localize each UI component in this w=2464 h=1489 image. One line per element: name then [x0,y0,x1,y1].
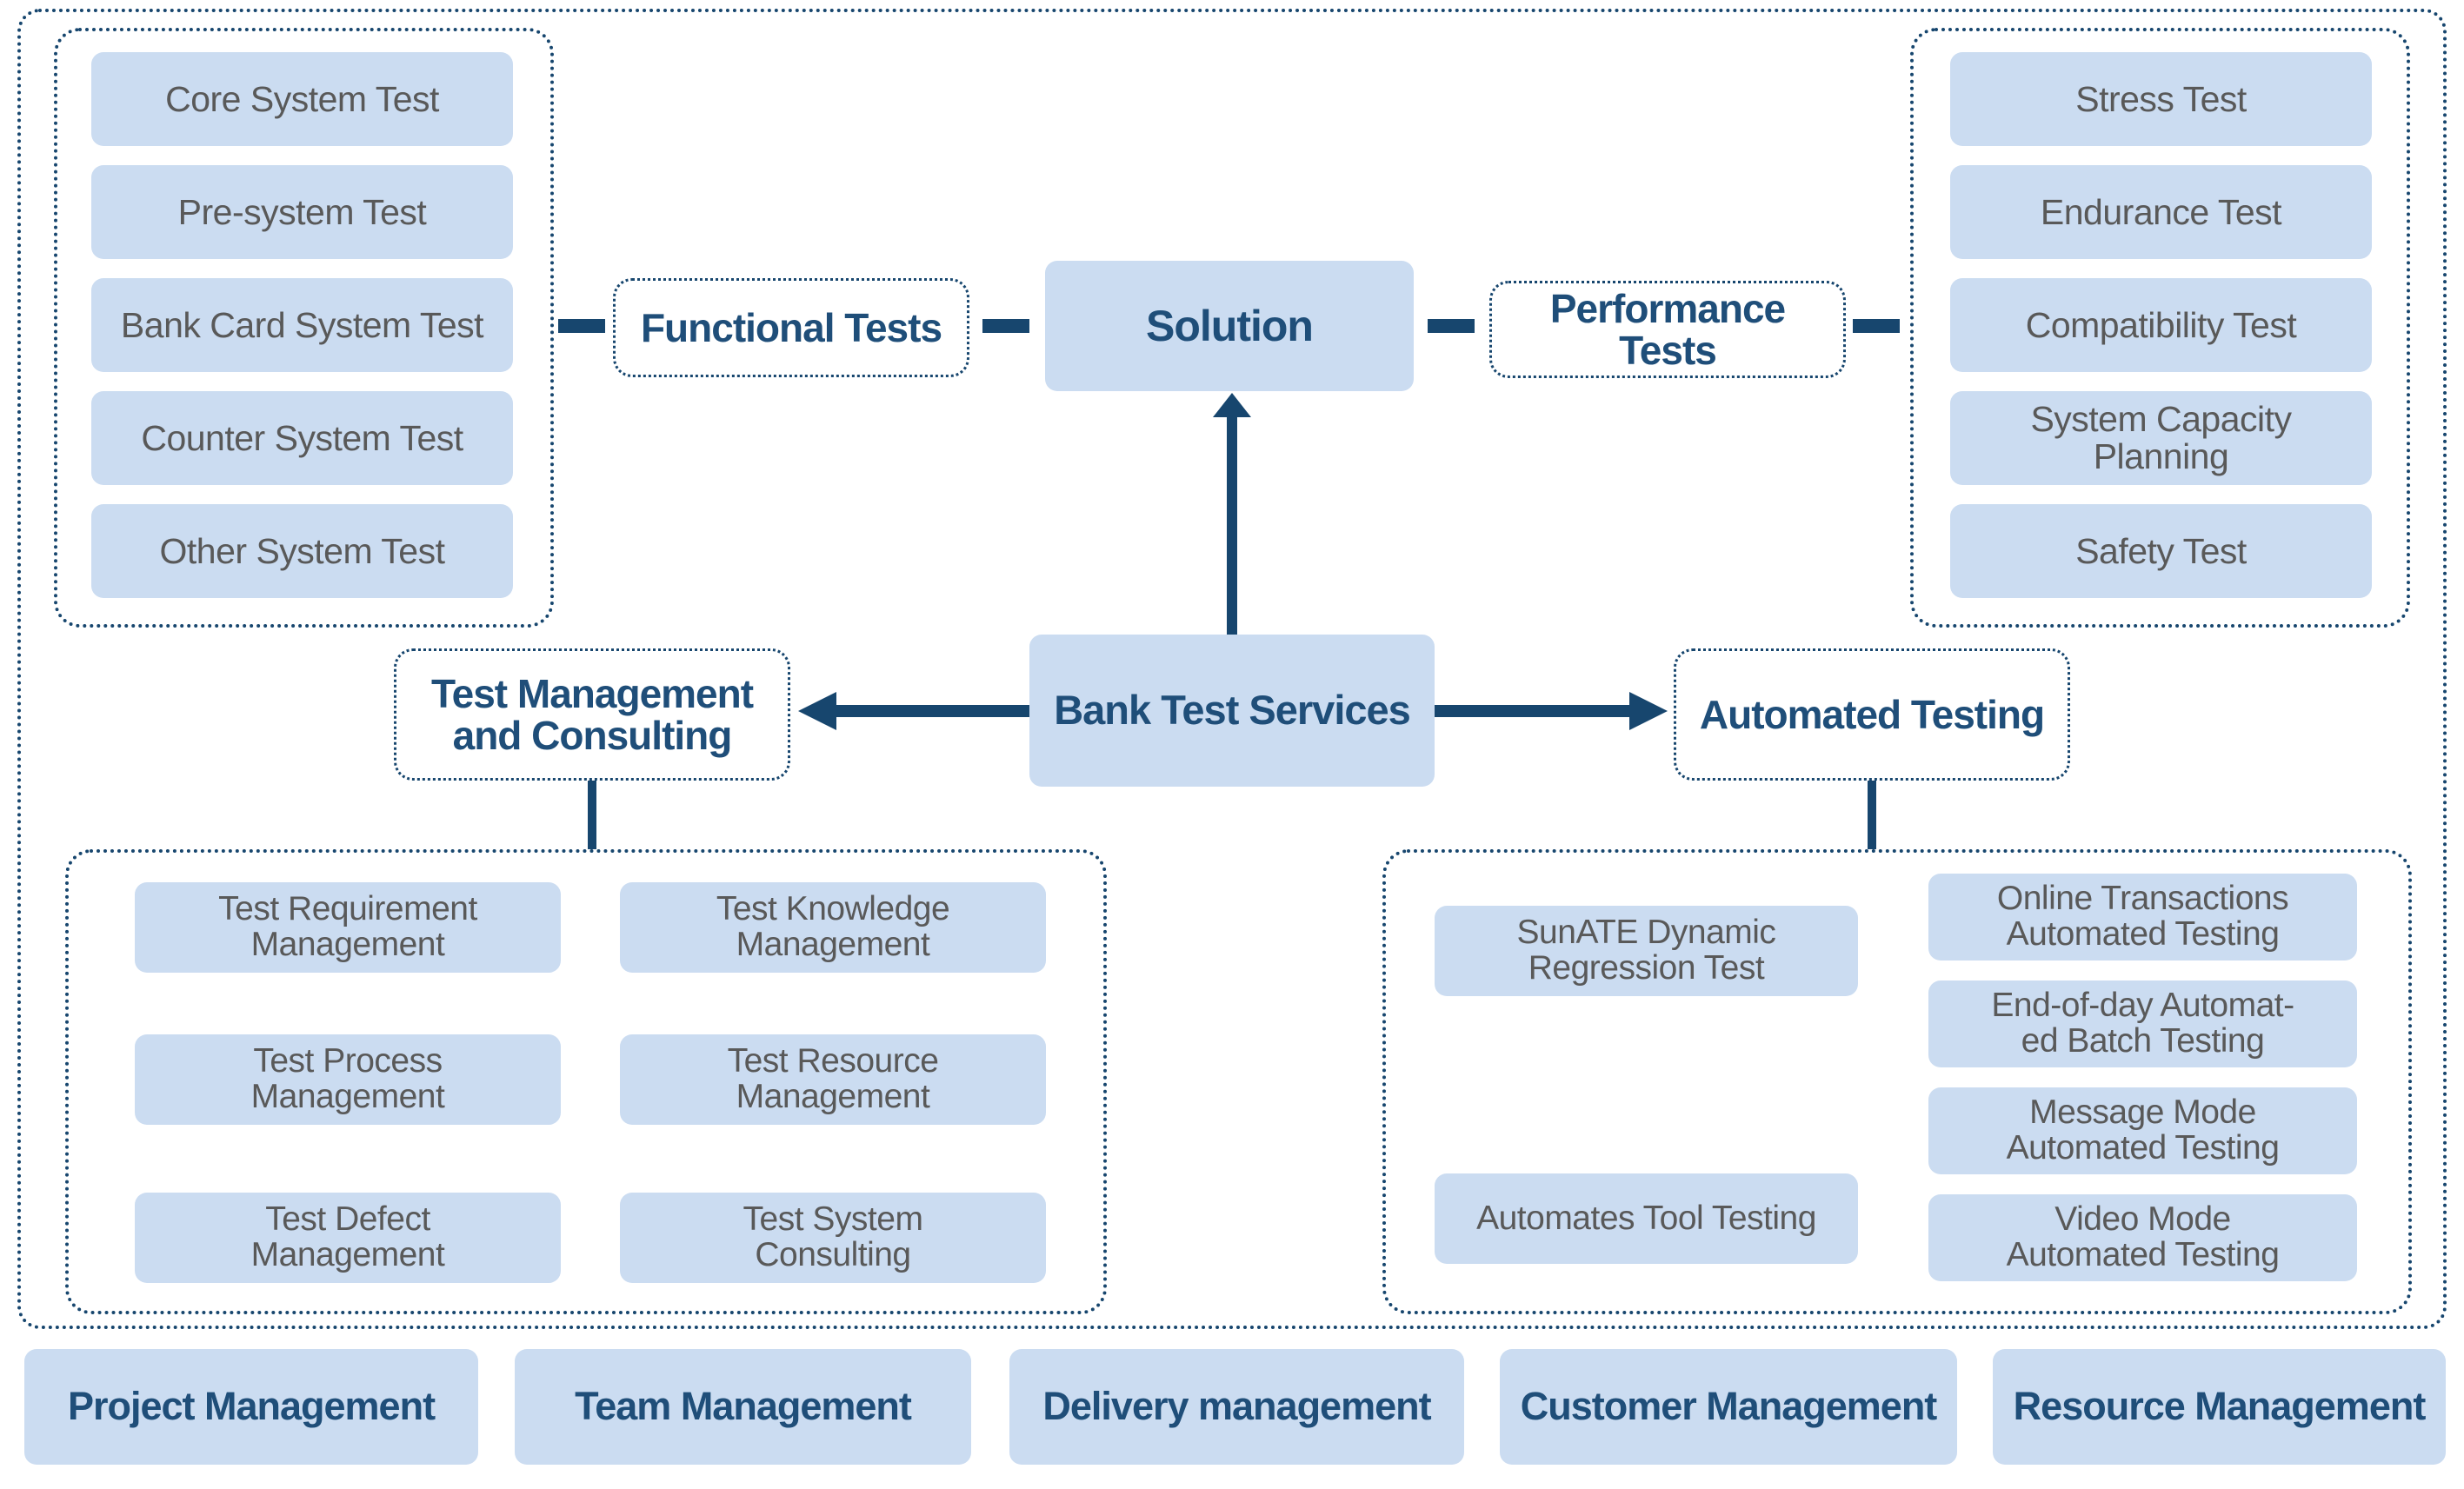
tm-item-test-resource-management: Test Resource Management [620,1034,1046,1125]
arrow-right-head-icon [1629,692,1668,730]
drop-line-automated-testing [1868,781,1876,849]
at-item-video-mode-automated-testing: Video Mode Automated Testing [1928,1194,2357,1281]
tm-item-test-knowledge-management: Test Knowledge Management [620,882,1046,973]
bottom-box-delivery-management: Delivery management [1009,1349,1464,1465]
performance-item-compatibility-test: Compatibility Test [1950,278,2372,372]
performance-tests-label-box: Performance Tests [1489,281,1846,378]
bottom-box-team-management: Team Management [515,1349,971,1465]
automated-testing-group-border [1382,849,2412,1314]
tm-item-test-requirement-management: Test Requirement Management [135,882,561,973]
functional-item-counter-system-test: Counter System Test [91,391,513,485]
bottom-box-customer-management: Customer Management [1500,1349,1957,1465]
tm-item-test-defect-management: Test Defect Management [135,1193,561,1283]
arrow-left-head-icon [798,692,836,730]
arrow-right-shaft [1435,705,1629,717]
performance-item-endurance-test: Endurance Test [1950,165,2372,259]
connector-dash-right-inner [1428,319,1475,333]
functional-item-pre-system-test: Pre-system Test [91,165,513,259]
functional-item-core-system-test: Core System Test [91,52,513,146]
performance-item-stress-test: Stress Test [1950,52,2372,146]
at-item-message-mode-automated-testing: Message Mode Automated Testing [1928,1087,2357,1174]
functional-items-group-border [54,28,554,628]
performance-item-system-capacity-planning: System Capacity Planning [1950,391,2372,485]
performance-items-group-border [1910,28,2410,628]
outer-group-border [17,9,2447,1329]
bank-test-services-box: Bank Test Services [1029,635,1435,787]
solution-box: Solution [1045,261,1414,391]
performance-item-safety-test: Safety Test [1950,504,2372,598]
arrow-left-shaft [835,705,1029,717]
test-management-label-box: Test Management and Consulting [394,648,790,781]
test-management-group-border [65,849,1107,1314]
connector-dash-left-outer [558,319,605,333]
arrow-up-shaft [1227,412,1237,635]
connector-dash-left-inner [982,319,1029,333]
at-item-sunate-dynamic-regression-test: SunATE Dynamic Regression Test [1435,906,1858,996]
drop-line-test-management [588,781,596,849]
at-item-end-of-day-automated-batch-testing: End-of-day Automat- ed Batch Testing [1928,980,2357,1067]
bottom-box-project-management: Project Management [24,1349,478,1465]
functional-item-bank-card-system-test: Bank Card System Test [91,278,513,372]
arrow-up-head-icon [1213,393,1251,417]
automated-testing-label-box: Automated Testing [1674,648,2070,781]
tm-item-test-process-management: Test Process Management [135,1034,561,1125]
bottom-box-resource-management: Resource Management [1993,1349,2446,1465]
at-item-automates-tool-testing: Automates Tool Testing [1435,1173,1858,1264]
functional-item-other-system-test: Other System Test [91,504,513,598]
at-item-online-transactions-automated-testing: Online Transactions Automated Testing [1928,874,2357,961]
connector-dash-right-outer [1853,319,1900,333]
tm-item-test-system-consulting: Test System Consulting [620,1193,1046,1283]
functional-tests-label-box: Functional Tests [613,278,969,377]
